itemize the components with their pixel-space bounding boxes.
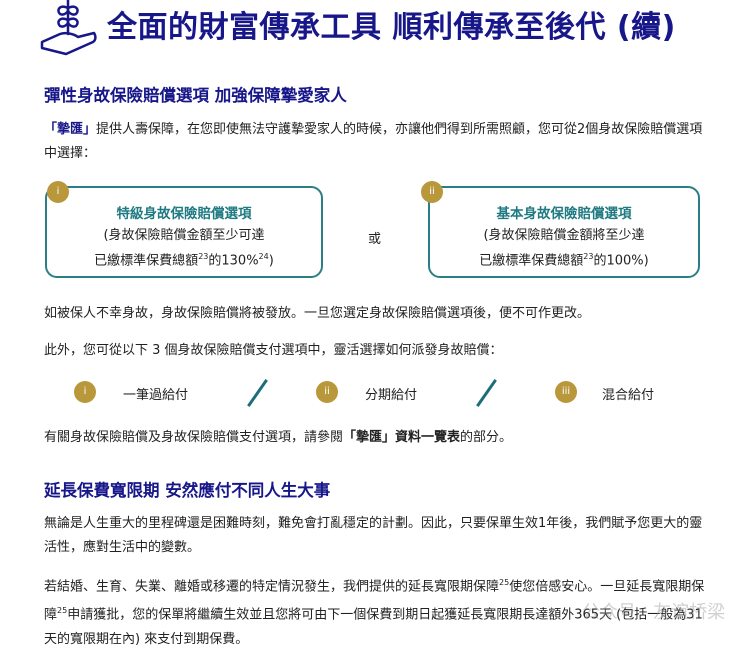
intro-paragraph: 「摯匯」提供人壽保障，在您即使無法守護摯愛家人的時候，亦讓他們得到所需照顧，您可…	[44, 118, 709, 166]
option-line: 已繳標準保費總額23的130%24)	[94, 252, 274, 269]
payment-option-instalment: 分期給付	[365, 388, 418, 403]
option-line: (身故保險賠償金額將至少達	[483, 228, 645, 243]
option-badge: i	[47, 181, 69, 203]
option-title: 基本身故保險賠償選項	[496, 206, 632, 222]
divider-slash	[247, 379, 268, 407]
page-title: 全面的財富傳承工具 順利傳承至後代 (續)	[107, 10, 676, 45]
brand-name: 「摯匯」	[44, 122, 97, 137]
option-box-premium: 特級身故保險賠償選項 (身故保險賠償金額至少可達 已繳標準保費總額23的130%…	[45, 186, 323, 278]
payment-badge: i	[74, 381, 96, 403]
paragraph: 如被保人不幸身故，身故保險賠償將被發放。一旦您選定身故保險賠償選項後，便不可作更…	[44, 306, 591, 321]
option-title: 特級身故保險賠償選項	[116, 206, 252, 222]
plant-in-hand-icon	[38, 0, 98, 58]
payment-option-combined: 混合給付	[602, 388, 655, 403]
payment-badge: iii	[555, 381, 577, 403]
payment-badge: ii	[316, 381, 338, 403]
option-line: 已繳標準保費總額23的100%)	[479, 252, 649, 269]
watermark: 公众号 · 友谊桥梁	[582, 602, 726, 623]
or-label: 或	[368, 232, 382, 247]
divider-slash	[476, 379, 497, 407]
option-badge: ii	[421, 181, 443, 203]
payment-option-lump-sum: 一筆過給付	[123, 388, 189, 403]
paragraph: 無論是人生重大的里程碑還是困難時刻，難免會打亂穩定的計劃。因此，只要保單生效1年…	[44, 516, 703, 555]
intro-text: 提供人壽保障，在您即使無法守護摯愛家人的時候，亦讓他們得到所需照顧，您可從2個身…	[44, 122, 703, 161]
reference-paragraph: 有關身故保險賠償及身故保險賠償支付選項，請參閱「摯匯」資料一覽表的部分。	[44, 430, 513, 445]
section-heading-grace-period: 延長保費寬限期 安然應付不同人生大事	[44, 481, 331, 500]
section-heading-death-benefit: 彈性身故保險賠償選項 加強保障摯愛家人	[44, 86, 347, 105]
paragraph: 此外，您可從以下 3 個身故保險賠償支付選項中，靈活選擇如何派發身故賠償：	[44, 343, 503, 358]
option-line: (身故保險賠償金額至少可達	[103, 228, 265, 243]
option-box-basic: 基本身故保險賠償選項 (身故保險賠償金額將至少達 已繳標準保費總額23的100%…	[428, 186, 700, 278]
